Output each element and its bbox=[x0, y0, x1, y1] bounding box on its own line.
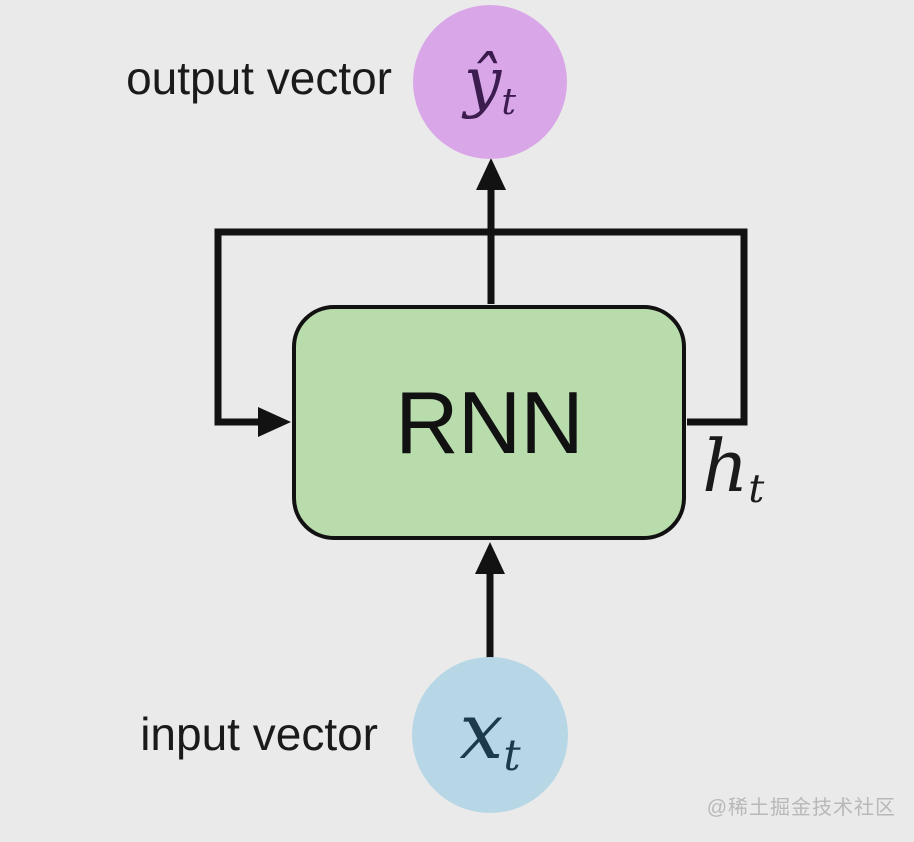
rnn-box-label: RNN bbox=[395, 372, 584, 472]
input-vector-label: input vector bbox=[140, 708, 378, 760]
output-symbol: ŷt bbox=[464, 43, 516, 120]
recurrent-loop-arrowhead-icon bbox=[258, 407, 291, 437]
output-node: ŷt bbox=[413, 5, 567, 159]
hidden-symbol-subscript: t bbox=[748, 466, 765, 513]
watermark: @稀土掘金技术社区 bbox=[706, 797, 896, 819]
output-arrowhead-icon bbox=[476, 158, 506, 190]
input-symbol-base: x bbox=[459, 686, 504, 777]
output-symbol-base: ŷ bbox=[464, 43, 502, 121]
output-vector-label: output vector bbox=[126, 52, 392, 104]
input-symbol-subscript: t bbox=[503, 730, 521, 781]
input-symbol: xt bbox=[459, 693, 520, 778]
hidden-symbol-base: h bbox=[702, 424, 749, 508]
input-node: xt bbox=[412, 657, 568, 813]
input-arrowhead-icon bbox=[475, 542, 505, 574]
output-symbol-subscript: t bbox=[501, 80, 516, 124]
rnn-box: RNN bbox=[292, 305, 686, 540]
hidden-state-label: ht bbox=[702, 430, 764, 510]
